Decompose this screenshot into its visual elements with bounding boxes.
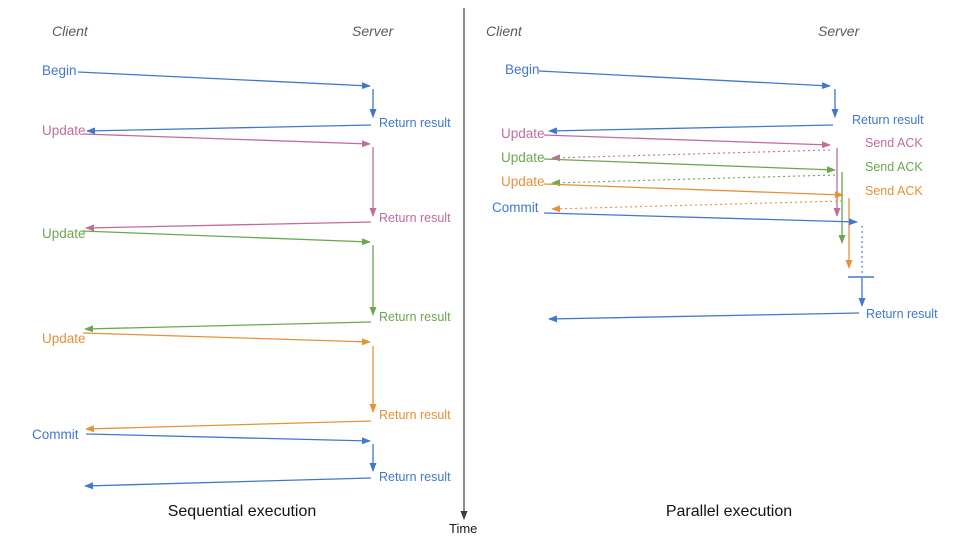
par-commit-request-arrow [543, 212, 858, 226]
seq-update2-label: Update [42, 226, 86, 241]
seq-update2-response-label: Return result [379, 310, 451, 324]
par-update1-label: Update [501, 126, 545, 141]
left-client-header: Client [52, 23, 88, 39]
par-update3-request-arrow [543, 183, 844, 199]
par-update2-label: Update [501, 150, 545, 165]
sequential-execution-title: Sequential execution [167, 503, 317, 520]
seq-commit-return-arrow [84, 477, 372, 490]
parallel-panel-arrows [538, 70, 874, 323]
seq-update1-response-label: Return result [379, 211, 451, 225]
seq-begin-return-arrow [86, 124, 372, 135]
par-update1-request-arrow [543, 134, 831, 149]
par-commit-response-label: Return result [866, 307, 938, 321]
seq-update1-label: Update [42, 123, 86, 138]
par-update3-ack-dashed-arrow [551, 200, 843, 213]
seq-commit-label: Commit [32, 427, 79, 442]
seq-update1-return-arrow [85, 221, 372, 232]
seq-commit-response-label: Return result [379, 470, 451, 484]
left-server-header: Server [352, 23, 394, 39]
seq-begin-request-arrow [77, 71, 371, 90]
par-update2-ack-label: Send ACK [865, 160, 923, 174]
seq-update3-return-arrow [85, 420, 372, 433]
par-commit-return-arrow [548, 312, 860, 323]
par-begin-label: Begin [505, 62, 540, 77]
seq-update2-return-arrow [84, 321, 372, 333]
seq-begin-label: Begin [42, 63, 77, 78]
seq-commit-request-arrow [85, 433, 371, 445]
right-server-header: Server [818, 23, 860, 39]
par-update1-ack-dashed-arrow [551, 149, 831, 162]
par-update2-ack-dashed-arrow [551, 174, 836, 187]
right-client-header: Client [486, 23, 522, 39]
seq-update3-response-label: Return result [379, 408, 451, 422]
seq-update3-request-arrow [82, 332, 371, 346]
par-commit-label: Commit [492, 200, 539, 215]
par-update3-label: Update [501, 174, 545, 189]
seq-begin-response-label: Return result [379, 116, 451, 130]
par-update3-ack-label: Send ACK [865, 184, 923, 198]
seq-update1-request-arrow [83, 133, 371, 148]
parallel-execution-title: Parallel execution [665, 503, 793, 520]
seq-update3-label: Update [42, 331, 86, 346]
par-update2-request-arrow [543, 158, 836, 174]
time-axis-label: Time [449, 521, 478, 536]
sequential-panel-arrows [77, 71, 377, 490]
seq-update2-request-arrow [81, 230, 371, 246]
par-update1-ack-label: Send ACK [865, 136, 923, 150]
par-begin-request-arrow [538, 70, 831, 90]
par-begin-response-label: Return result [852, 113, 924, 127]
par-begin-return-arrow [548, 124, 834, 135]
